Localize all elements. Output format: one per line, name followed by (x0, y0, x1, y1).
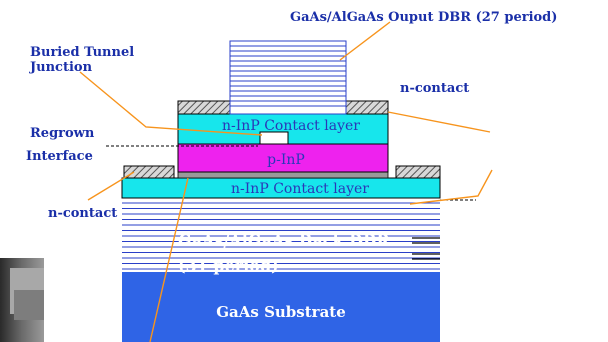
n-contact-top-leader (387, 111, 491, 133)
back-dbr-label-line1: GaAs/AlGaAs Back DBR (178, 231, 391, 250)
regrown-label-line1: Regrown (30, 126, 95, 141)
buried-tunnel-label-line1: Buried Tunnel (30, 45, 134, 60)
output-dbr-label: GaAs/AlGaAs Ouput DBR (27 period) (290, 10, 557, 25)
n-contact-top-left-pad (177, 100, 231, 115)
right-leader (409, 169, 493, 205)
back-dbr: GaAs/AlGaAs Back DBR (31 period) (122, 198, 440, 275)
buried-tunnel-label-line2: Junction (29, 60, 93, 75)
regrowth-strip (177, 171, 389, 179)
n-contact-top-label: n-contact (400, 81, 469, 96)
n-contact-left-label: n-contact (48, 206, 117, 221)
p-inp-label: p-InP (267, 152, 305, 168)
substrate-label: GaAs Substrate (216, 303, 346, 321)
bottom-contact-layer-label: n-InP Contact layer (231, 181, 369, 197)
n-contact-top-right-pad (345, 100, 389, 115)
tunnel-junction (259, 131, 289, 145)
sem-photo-fragment (0, 258, 44, 342)
top-contact-layer-label: n-InP Contact layer (222, 118, 360, 134)
gaas-substrate (122, 272, 440, 342)
regrown-label-line2: Interface (26, 149, 93, 164)
output-dbr-leader (339, 21, 391, 61)
back-dbr-label-line2: (31 period) (178, 256, 279, 275)
n-contact-left-pad (123, 165, 175, 179)
p-inp-layer (177, 143, 389, 173)
leader-lines (79, 21, 493, 342)
n-contact-left-leader (87, 171, 135, 201)
regrown-leader (149, 177, 189, 342)
buried-tunnel-leader (79, 71, 263, 136)
output-dbr (229, 40, 347, 115)
n-contact-right-pad (395, 165, 441, 179)
